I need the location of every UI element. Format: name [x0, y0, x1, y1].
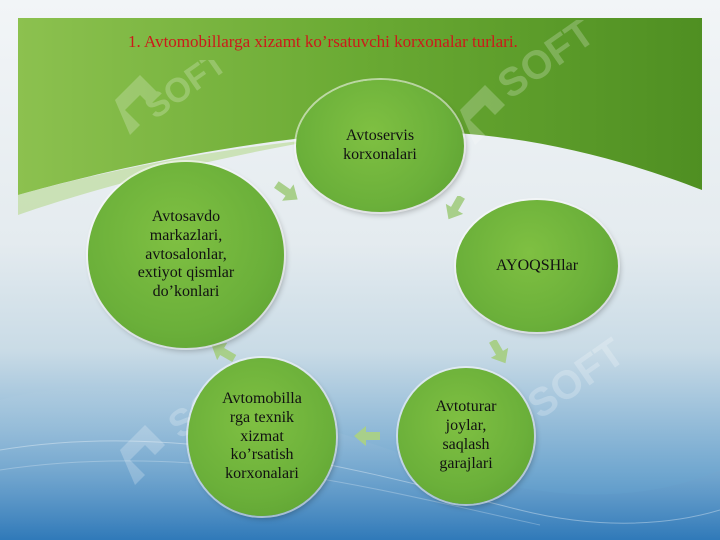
node-label: Avtoturar joylar, saqlash garajlari	[435, 398, 497, 472]
cycle-arrow-2-to-3	[489, 340, 509, 364]
node-label: Avtosavdo markazlari, avtosalonlar, exti…	[137, 207, 235, 301]
node-label: Avtoservis korxonalari	[343, 127, 417, 163]
node-label: AYOQSHlar	[495, 256, 579, 274]
cycle-arrow-3-to-4	[354, 426, 380, 446]
cycle-arrow-1-to-2	[445, 196, 465, 220]
slide-title: 1. Avtomobillarga xizamt ko’rsatuvchi ko…	[128, 32, 518, 51]
watermark-logo-top-right: SOFT	[460, 20, 603, 145]
cycle-node-avtoturar: Avtoturar joylar, saqlash garajlari	[398, 368, 534, 504]
cycle-node-texnik-xizmat: Avtomobilla rga texnik xizmat ko’rsatish…	[188, 358, 336, 516]
cycle-node-ayoqsh: AYOQSHlar	[456, 200, 618, 332]
cycle-node-avtoservis: Avtoservis korxonalari	[296, 80, 464, 212]
cycle-arrow-5-to-1	[274, 181, 298, 201]
cycle-arrow-4-to-5	[211, 342, 237, 362]
cycle-node-avtosavdo: Avtosavdo markazlari, avtosalonlar, exti…	[88, 162, 284, 348]
watermark-text: SOFT	[138, 60, 225, 127]
watermark-logo-top-left: SOFT	[115, 60, 225, 135]
node-label: Avtomobilla rga texnik xizmat ko’rsatish…	[222, 389, 302, 483]
watermark-text: SOFT	[520, 330, 633, 427]
